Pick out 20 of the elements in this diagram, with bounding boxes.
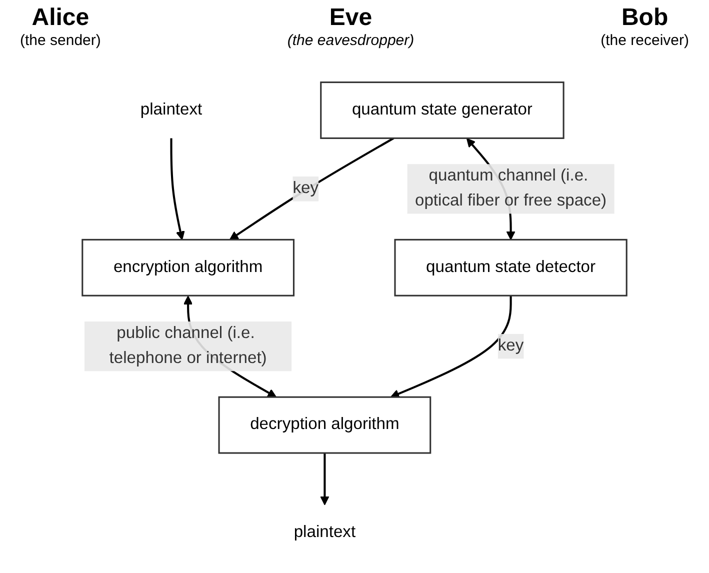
node-text: plaintext: [294, 523, 356, 542]
role-description: (the receiver): [600, 32, 689, 49]
edge-label: public channel (i.e. telephone or internet): [109, 324, 267, 368]
arrow: [229, 137, 394, 240]
role-name: Eve: [329, 4, 372, 32]
role-description: (the sender): [20, 32, 101, 49]
node-box: encryption algorithm: [82, 238, 295, 296]
arrow: [390, 296, 512, 398]
role-name: Alice: [32, 4, 90, 32]
arrow: [170, 138, 185, 240]
arrow: [320, 453, 330, 506]
node-box: quantum state generator: [320, 82, 564, 139]
edge-label: key: [292, 180, 318, 198]
edge-label: quantum channel (i.e. optical fiber or free space): [415, 167, 607, 210]
node-box: quantum state detector: [394, 238, 628, 296]
node-text: plaintext: [140, 100, 202, 119]
node-box: decryption algorithm: [218, 396, 432, 454]
edge-label: key: [498, 337, 524, 355]
role-description: (the eavesdropper): [287, 32, 414, 49]
role-name: Bob: [621, 4, 668, 32]
